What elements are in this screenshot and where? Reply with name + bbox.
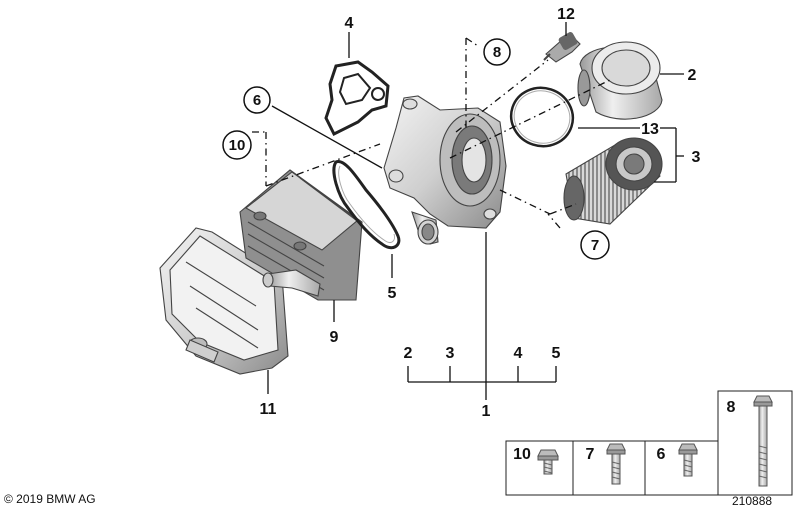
oil-cooler-cover-part [159, 227, 289, 375]
callout-2: 2 [688, 67, 697, 84]
short-flange-bolt-icon [678, 443, 698, 477]
short-flange-bolt-icon [606, 443, 626, 485]
filter-cap-part [577, 41, 663, 120]
callout-4: 4 [345, 15, 354, 32]
short-flange-bolt-icon [537, 449, 559, 475]
callout-8: 8 [493, 44, 501, 61]
bolt-cell-label-7: 7 [586, 446, 595, 463]
callout-6: 6 [253, 92, 261, 109]
callout-12: 12 [557, 6, 575, 23]
long-flange-bolt-icon [753, 395, 773, 487]
kit-callout-3: 3 [446, 345, 455, 362]
callout-6-circle [243, 86, 271, 114]
gasket-part [332, 159, 401, 250]
callout-7: 7 [591, 237, 599, 254]
bolt-reference-table: 10 7 6 8 [505, 390, 793, 496]
copyright-text: © 2019 BMW AG [4, 492, 96, 506]
bolt-cell-label-10: 10 [513, 446, 531, 463]
oil-filter-housing-part [383, 95, 507, 245]
callout-8-circle [483, 38, 511, 66]
callout-10-circle [222, 130, 252, 160]
leader-lines [267, 22, 684, 400]
pressure-sensor-part [543, 32, 581, 63]
callout-9: 9 [330, 329, 339, 346]
filter-element-part [563, 137, 663, 225]
kit-callout-2: 2 [404, 345, 413, 362]
callout-13: 13 [641, 121, 659, 138]
oil-cooler-part [239, 169, 363, 301]
bolt-cell-label-8: 8 [727, 399, 736, 416]
kit-callout-4: 4 [514, 345, 523, 362]
callout-labels: 4 12 2 13 3 5 9 11 1 2 3 4 5 [260, 6, 701, 420]
kit-callout-5: 5 [552, 345, 561, 362]
callout-5: 5 [388, 285, 397, 302]
assembly-lines [252, 37, 611, 229]
bolt-cell-label-6: 6 [657, 446, 666, 463]
callout-10: 10 [229, 137, 246, 154]
circled-callouts: 6 10 8 7 [222, 38, 610, 260]
callout-1: 1 [482, 403, 491, 420]
callout-7-circle [580, 230, 610, 260]
housing-gasket-part [324, 60, 390, 137]
diagram-number: 210888 [732, 494, 772, 508]
callout-3: 3 [692, 149, 701, 166]
o-ring-part [509, 86, 575, 148]
callout-11: 11 [260, 401, 277, 418]
